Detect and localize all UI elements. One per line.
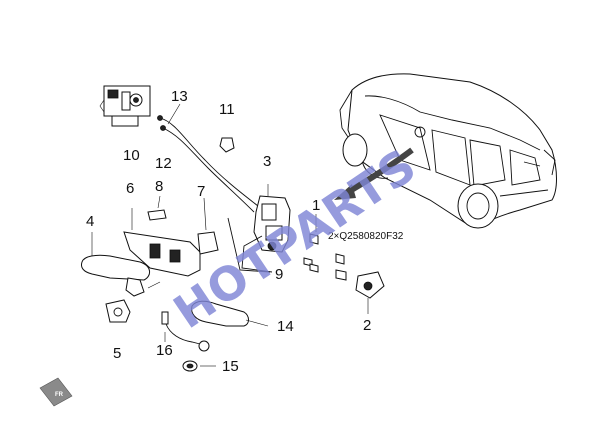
part-9-rod [227, 217, 271, 273]
part-12-13-cables [157, 103, 259, 213]
callout-9: 9 [275, 266, 283, 283]
part-15-grommet [182, 360, 216, 372]
part-11-clip [219, 137, 235, 153]
callout-16: 16 [156, 342, 173, 359]
fr-direction-marker: FR [39, 377, 73, 407]
part-5-cap [105, 277, 161, 323]
callout-3: 3 [263, 153, 271, 170]
callout-12: 12 [155, 155, 172, 172]
fastener-note: 2×Q2580820F32 [328, 231, 404, 242]
callout-4: 4 [86, 213, 94, 230]
callout-14: 14 [277, 318, 294, 335]
part-2-striker [355, 271, 385, 314]
callout-7: 7 [197, 183, 205, 200]
part-16-switch-wire [161, 311, 210, 352]
callout-10: 10 [123, 147, 140, 164]
callout-8: 8 [155, 178, 163, 195]
part-3-door-lock [241, 184, 291, 273]
part-8-pad [147, 195, 167, 221]
callout-6: 6 [126, 180, 134, 197]
part-7-gasket [197, 197, 219, 255]
vehicle-illustration [339, 73, 557, 229]
callout-5: 5 [113, 345, 121, 362]
part-14-inside-handle [191, 300, 269, 327]
callout-13: 13 [171, 88, 188, 105]
callout-labels: 1 2 3 4 5 6 7 8 9 10 11 12 13 14 15 16 2… [86, 88, 404, 375]
callout-1: 1 [312, 197, 320, 214]
callout-11: 11 [219, 101, 235, 118]
callout-15: 15 [222, 358, 239, 375]
part-1-screws [303, 214, 347, 281]
pointer-arrow [334, 147, 414, 200]
part-6-handle-frame [123, 208, 201, 277]
part-4-outside-handle [81, 232, 150, 281]
part-10-cylinder-assembly [99, 85, 151, 127]
fr-label: FR [55, 392, 64, 398]
callout-2: 2 [363, 317, 371, 334]
